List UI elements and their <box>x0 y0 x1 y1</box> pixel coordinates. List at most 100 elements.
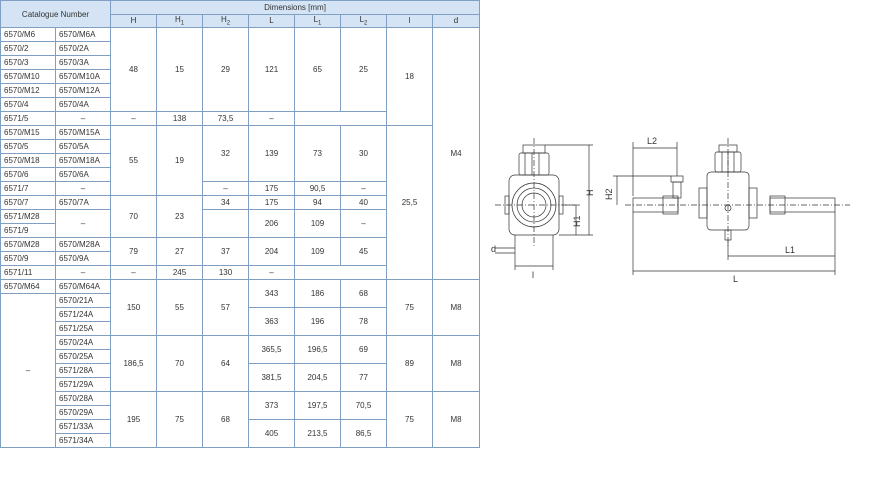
catalogue-cell: 6571/28A <box>55 363 111 378</box>
value-cell: 30 <box>340 125 387 182</box>
dimensions-table: Catalogue Number Dimensions [mm] H H1 H2… <box>0 0 481 448</box>
catalogue-cell: 6570/M28 <box>0 237 56 252</box>
catalogue-cell: 6570/6 <box>0 167 56 182</box>
table-row: 6570/M15 6570/M15A 55 19 32 139 73 30 25… <box>0 125 480 280</box>
catalogue-cell: 6570/M10 <box>0 69 56 84</box>
value-cell: 37 <box>202 237 249 266</box>
catalogue-cell: 6570/4 <box>0 97 56 112</box>
value-cell: 55 <box>110 125 157 196</box>
header-col-small-l: l <box>386 13 433 28</box>
value-cell: 70,5 <box>340 391 387 420</box>
catalogue-cell: 6570/M18 <box>0 153 56 168</box>
side-nut-right <box>748 187 758 219</box>
catalogue-cell: 6570/5A <box>55 139 111 154</box>
label-d: d <box>491 244 496 254</box>
value-cell: – <box>248 111 295 126</box>
value-cell: 204 <box>248 237 295 266</box>
catalogue-cell: 6570/29A <box>55 405 111 420</box>
catalogue-cell: – <box>0 293 56 448</box>
catalogue-cell: – <box>55 111 111 126</box>
catalogue-cell: 6570/M28A <box>55 237 111 252</box>
catalogue-cell: 6571/11 <box>0 265 56 280</box>
value-cell: – <box>110 265 157 280</box>
value-cell: 68 <box>202 391 249 448</box>
catalogue-cell: 6570/25A <box>55 349 111 364</box>
header-col-d: d <box>431 13 481 28</box>
value-cell: 373 <box>248 391 295 420</box>
value-cell: 77 <box>340 363 387 392</box>
value-cell: M8 <box>431 279 481 336</box>
value-cell: 196,5 <box>294 335 341 364</box>
catalogue-cell: 6570/M6A <box>55 27 111 42</box>
header-col-h1: H1 <box>156 13 203 28</box>
table-row: 6570/M28 6570/M28A 79 27 37 204 109 45 <box>0 237 480 266</box>
value-cell: – <box>202 181 249 196</box>
value-cell: 75 <box>386 391 433 448</box>
service-port <box>672 181 682 199</box>
catalogue-cell: 6570/M6 <box>0 27 56 42</box>
catalogue-cell: 6570/6A <box>55 167 111 182</box>
label-h2: H2 <box>604 188 614 200</box>
value-cell: 69 <box>340 335 387 364</box>
value-cell <box>202 209 249 238</box>
header-col-h: H <box>110 13 157 28</box>
value-cell: 245 <box>156 265 203 280</box>
value-cell: 70 <box>156 335 203 392</box>
value-cell: 27 <box>156 237 203 266</box>
value-cell: 18 <box>386 27 433 126</box>
catalogue-cell: 6570/7 <box>0 195 56 210</box>
value-cell: – <box>340 209 387 238</box>
label-small-l: l <box>532 270 534 280</box>
value-cell: 15 <box>156 27 203 112</box>
value-cell: 75 <box>386 279 433 336</box>
value-cell: 64 <box>202 335 249 392</box>
catalogue-cell: 6571/29A <box>55 377 111 392</box>
catalogue-cell: 6571/5 <box>0 111 56 126</box>
catalogue-cell: 6570/M15A <box>55 125 111 140</box>
value-cell: 25 <box>340 27 387 112</box>
catalogue-cell: 6570/2A <box>55 41 111 56</box>
catalogue-cell: 6571/34A <box>55 433 111 448</box>
value-cell: 29 <box>202 27 249 112</box>
valve-technical-drawing: H H1 l d <box>491 136 850 284</box>
value-cell: 204,5 <box>294 363 341 392</box>
value-cell: 32 <box>202 125 249 182</box>
front-view <box>495 138 593 270</box>
catalogue-cell: 6570/3A <box>55 55 111 70</box>
catalogue-cell: 6570/M18A <box>55 153 111 168</box>
value-cell: 65 <box>294 27 341 112</box>
catalogue-cell: 6571/33A <box>55 419 111 434</box>
value-cell: 381,5 <box>248 363 295 392</box>
value-cell: 68 <box>340 279 387 308</box>
catalogue-cell: 6571/25A <box>55 321 111 336</box>
label-l1: L1 <box>785 245 795 255</box>
catalogue-cell: 6571/24A <box>55 307 111 322</box>
catalogue-cell: 6570/3 <box>0 55 56 70</box>
value-cell: – <box>340 181 387 196</box>
value-cell: 25,5 <box>386 125 433 280</box>
value-cell: 186 <box>294 279 341 308</box>
value-cell: 40 <box>340 195 387 210</box>
table-row: 6570/M64 6570/M64A 150 55 57 343 186 68 … <box>0 279 481 336</box>
value-cell: – <box>110 111 157 126</box>
catalogue-cell: – <box>55 265 111 280</box>
table-row: – 6570/21A <box>0 293 480 448</box>
value-cell: 175 <box>248 181 295 196</box>
table-row: 6571/M28 – 206 109 – <box>0 209 480 238</box>
value-cell: 109 <box>294 209 341 238</box>
value-cell: 45 <box>340 237 387 266</box>
side-view <box>613 138 850 275</box>
value-cell: 197,5 <box>294 391 341 420</box>
value-cell: 343 <box>248 279 295 308</box>
catalogue-cell: 6570/28A <box>55 391 111 406</box>
value-cell: 365,5 <box>248 335 295 364</box>
header-col-l2: L2 <box>340 13 387 28</box>
catalogue-cell: 6570/24A <box>55 335 111 350</box>
table-row: 6571/34A <box>1 433 480 448</box>
catalogue-cell: 6570/M10A <box>55 69 111 84</box>
value-cell: M4 <box>431 27 481 280</box>
